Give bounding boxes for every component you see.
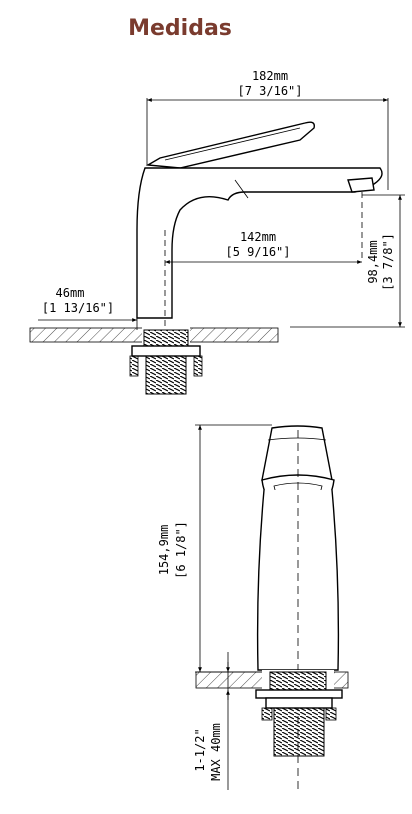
- total-height-in-label: [6 1/8"]: [174, 521, 188, 579]
- lever-handle: [145, 121, 315, 169]
- aerator: [347, 177, 375, 193]
- max-thickness-label: MAX 40mm: [209, 723, 223, 781]
- spout-height-mm-label: 98,4mm: [366, 240, 380, 283]
- base-mm-label: 46mm: [56, 286, 85, 300]
- front-handle: [261, 425, 333, 481]
- thread-label: 1-1/2": [193, 728, 207, 771]
- width-mm-label: 182mm: [252, 69, 288, 83]
- reach-in-label: [5 9/16"]: [225, 245, 290, 259]
- reach-mm-label: 142mm: [240, 230, 276, 244]
- spout-height-in-label: [3 7/8"]: [381, 233, 395, 291]
- lower-thread: [145, 355, 187, 395]
- page-title: Medidas: [128, 16, 232, 41]
- total-height-mm-label: 154,9mm: [157, 525, 171, 576]
- base-in-label: [1 13/16"]: [42, 301, 114, 315]
- thread-shank: [143, 329, 189, 347]
- side-view: 182mm [7 3/16"] 142mm [5 9/16"] 98,4mm […: [29, 69, 405, 395]
- fixing-plate: [131, 345, 201, 357]
- front-view: 154,9mm [6 1/8"] 1-1/2" MAX 40mm: [157, 424, 349, 790]
- width-in-label: [7 3/16"]: [237, 84, 302, 98]
- front-lower-thread: [273, 707, 325, 757]
